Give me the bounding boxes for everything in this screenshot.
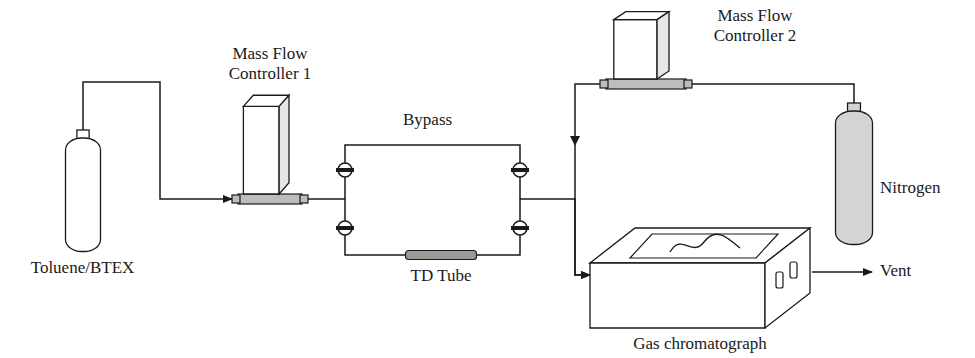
vent-label: Vent [880,261,911,281]
gas-cylinder-outline [835,103,873,245]
node-label: TD Tube [396,266,486,286]
mass-flow-controller-outline [232,93,308,205]
gas-cylinder-outline [65,130,101,252]
valve-symbol [511,221,529,235]
node-label: Toluene/BTEX [20,258,145,278]
valve-symbol [336,163,354,177]
valve-symbol [511,163,529,177]
node-label: Gas chromatograph [615,334,785,354]
valve-symbol [336,221,354,235]
flow-arrow [570,136,580,146]
gas-cylinder: Nitrogen [835,103,873,245]
pipe-connector [83,82,232,199]
vent-arrow [812,271,872,273]
td-tube: TD Tube [405,250,477,260]
pipe-connector [575,84,600,275]
gas-chromatograph-outline [590,228,810,330]
pipe-connector [308,199,405,255]
gas-chromatograph: Gas chromatograph [590,228,810,330]
bypass-pipe [345,145,520,199]
node-label: Nitrogen [880,178,965,198]
pipe-connector [477,199,590,275]
mass-flow-controller: Mass Flow Controller 2 [600,10,692,90]
pipe-connector [692,84,854,103]
mass-flow-controller: Mass Flow Controller 1 [232,93,308,205]
td-tube-outline [405,250,477,260]
gas-cylinder: Toluene/BTEX [65,130,101,252]
bypass-label: Bypass [403,110,452,130]
mass-flow-controller-outline [600,10,692,90]
node-label: Mass Flow Controller 1 [215,44,325,85]
node-label: Mass Flow Controller 2 [700,6,810,47]
